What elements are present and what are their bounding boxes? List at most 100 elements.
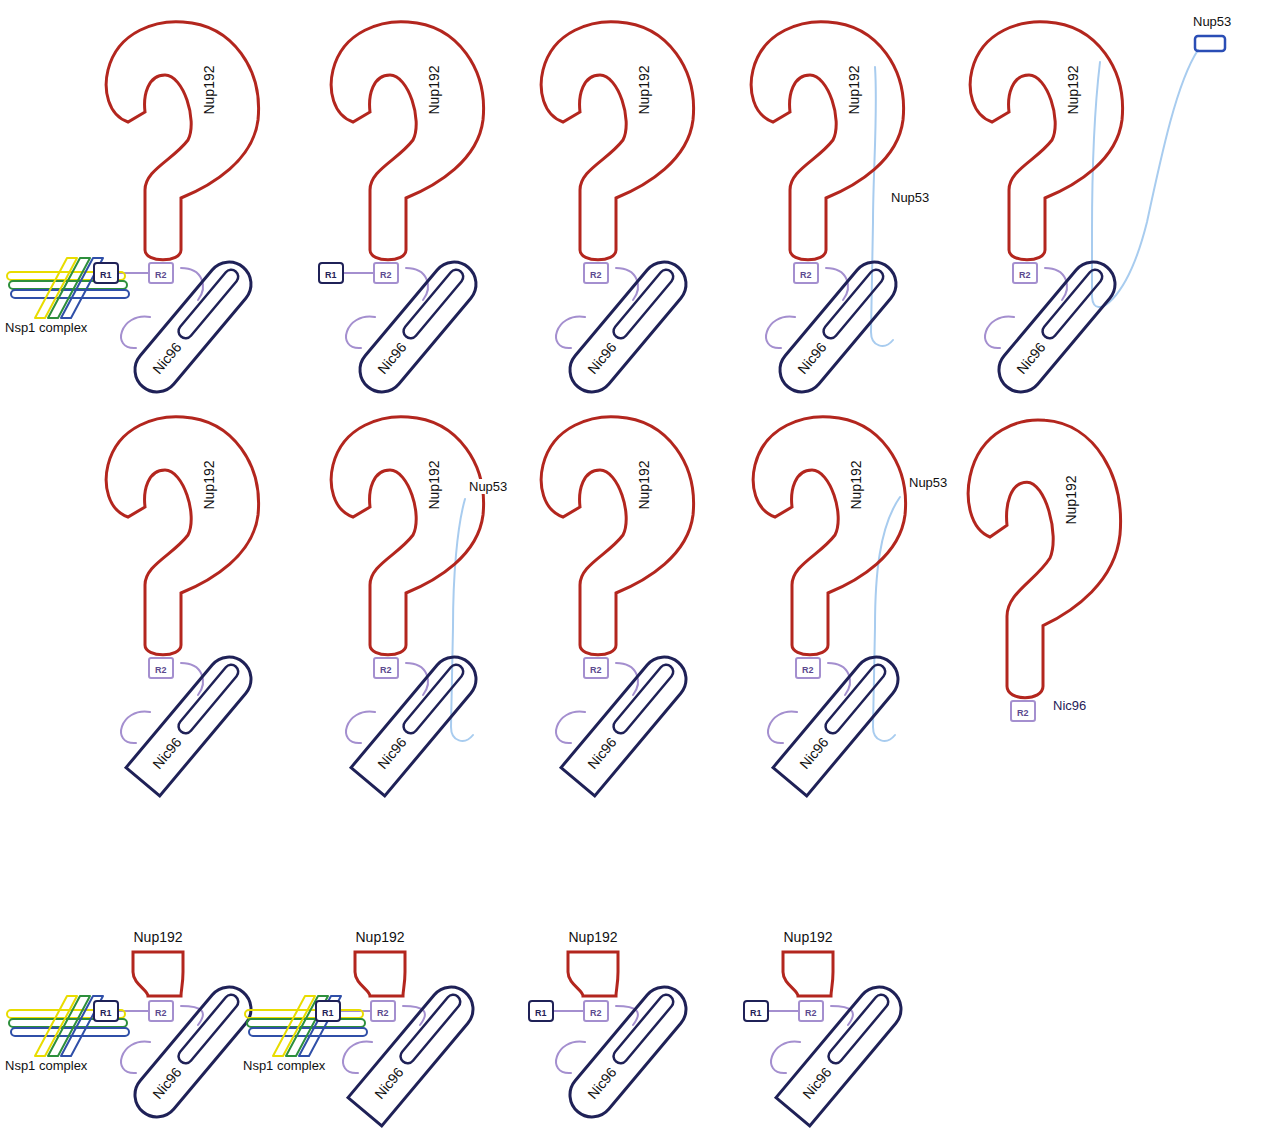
- nup192-path: [753, 417, 905, 655]
- r2-box: R2: [148, 1000, 174, 1022]
- linker-connector: [344, 272, 373, 274]
- nup53-chain: [871, 67, 893, 346]
- nup192-path: [968, 420, 1120, 698]
- nup192-shape: Nup192: [103, 415, 258, 655]
- nic96-outline: [982, 252, 1132, 402]
- node-label: Nic96: [795, 339, 830, 377]
- linker: [346, 712, 375, 744]
- nup192-path: [541, 417, 693, 655]
- linker: [121, 317, 150, 349]
- nic96-truncated: Nic96: [768, 977, 918, 1127]
- nic96-outline: [343, 647, 493, 797]
- nic96-path: [126, 978, 260, 1126]
- nic96-outline: [118, 647, 268, 797]
- r1-box: R1: [528, 1000, 554, 1022]
- node-label: Nic96: [1014, 339, 1049, 377]
- nic96-inner-loop: [401, 662, 466, 736]
- nup192-path: [751, 22, 903, 260]
- nic96-inner-loop: [826, 992, 891, 1066]
- nup53-box: Nup53: [1190, 12, 1240, 57]
- node-label: Nup192: [635, 65, 651, 114]
- node-label: Nup192: [1062, 475, 1078, 524]
- nic96-hairpin: Nic96: [982, 252, 1132, 402]
- nic96-path: [126, 253, 260, 401]
- nic96-path: [561, 648, 695, 796]
- node-label: R2: [590, 1008, 602, 1018]
- linker: [556, 317, 585, 349]
- nup192-fragment: Nup192: [563, 928, 623, 998]
- nup192-outline: [748, 20, 903, 260]
- node-label: Nic96: [585, 734, 620, 772]
- nic96-outline: [118, 977, 268, 1127]
- nup192-path: [133, 952, 183, 996]
- node-label: Nic96: [585, 1064, 620, 1102]
- r1-box: R1: [743, 1000, 769, 1022]
- nup53-rect: [1195, 36, 1225, 51]
- nup53-chain: [873, 497, 900, 741]
- nic96-inner-loop: [401, 267, 466, 341]
- nup192-outline: [750, 415, 905, 655]
- node-label: Nup192: [425, 65, 441, 114]
- nup192-fragment: Nup192: [778, 928, 838, 998]
- r2-box: R2: [1012, 262, 1038, 284]
- node-label: Nsp1 complex: [5, 1058, 87, 1073]
- nic96-inner-loop: [823, 662, 888, 736]
- nup192-outline: [967, 20, 1122, 260]
- nsp1-rod: [299, 996, 341, 1056]
- node-label: Nup192: [784, 929, 833, 945]
- linker: [346, 317, 375, 349]
- nup192-path: [783, 952, 833, 996]
- linker: [556, 1042, 585, 1074]
- node-label: Nic96: [375, 734, 410, 772]
- nsp1-rod: [35, 258, 77, 318]
- nic96-path: [561, 978, 695, 1126]
- node-label: Nsp1 complex: [5, 320, 87, 335]
- node-label: R2: [377, 1008, 389, 1018]
- nic96-outline: [553, 977, 703, 1127]
- nup192-outline: [538, 20, 693, 260]
- nup192-path: [355, 952, 405, 996]
- linker: [121, 1042, 150, 1074]
- node-label: Nup192: [134, 929, 183, 945]
- r2-box: R2: [798, 1000, 824, 1022]
- node-label: Nic96: [150, 734, 185, 772]
- r1-box: R1: [93, 1000, 119, 1022]
- node-label: R2: [1019, 270, 1031, 280]
- nic96-truncated: Nic96: [553, 647, 703, 797]
- nup192-path: [106, 417, 258, 655]
- nic96-hairpin: Nic96: [343, 252, 493, 402]
- r2-box: R2: [583, 262, 609, 284]
- nup192-fragment: Nup192: [128, 928, 188, 998]
- linker: [768, 712, 797, 744]
- nic96-inner-loop: [176, 267, 241, 341]
- r2-box: R2: [1010, 700, 1036, 722]
- nup192-path: [568, 952, 618, 996]
- linker: [985, 317, 1014, 349]
- part-label: Nup53: [908, 475, 948, 490]
- nup192-path: [541, 22, 693, 260]
- linker: [556, 712, 585, 744]
- nic96-inner-loop: [176, 992, 241, 1066]
- node-label: R1: [535, 1008, 547, 1018]
- node-label: Nup53: [1193, 14, 1231, 29]
- nic96-hairpin: Nic96: [553, 252, 703, 402]
- nic96-hairpin: Nic96: [118, 977, 268, 1127]
- node-label: Nup192: [845, 65, 861, 114]
- node-label: Nic96: [800, 1064, 835, 1102]
- node-label: Nup192: [847, 460, 863, 509]
- r1-box: R1: [315, 1000, 341, 1022]
- nic96-path: [773, 648, 907, 796]
- part-label: Nup53: [890, 190, 930, 205]
- nsp1-complex: Nsp1 complex: [243, 994, 373, 1078]
- node-label: Nsp1 complex: [243, 1058, 325, 1073]
- nic96-outline: [118, 252, 268, 402]
- nic96-inner-loop: [611, 992, 676, 1066]
- linker: [771, 1042, 800, 1074]
- node-label: Nic96: [375, 339, 410, 377]
- nup192-outline: [103, 415, 258, 655]
- nup192-outline: [328, 20, 483, 260]
- nup192-shape: Nup192: [328, 20, 483, 260]
- node-label: R2: [590, 270, 602, 280]
- r2-box: R2: [148, 262, 174, 284]
